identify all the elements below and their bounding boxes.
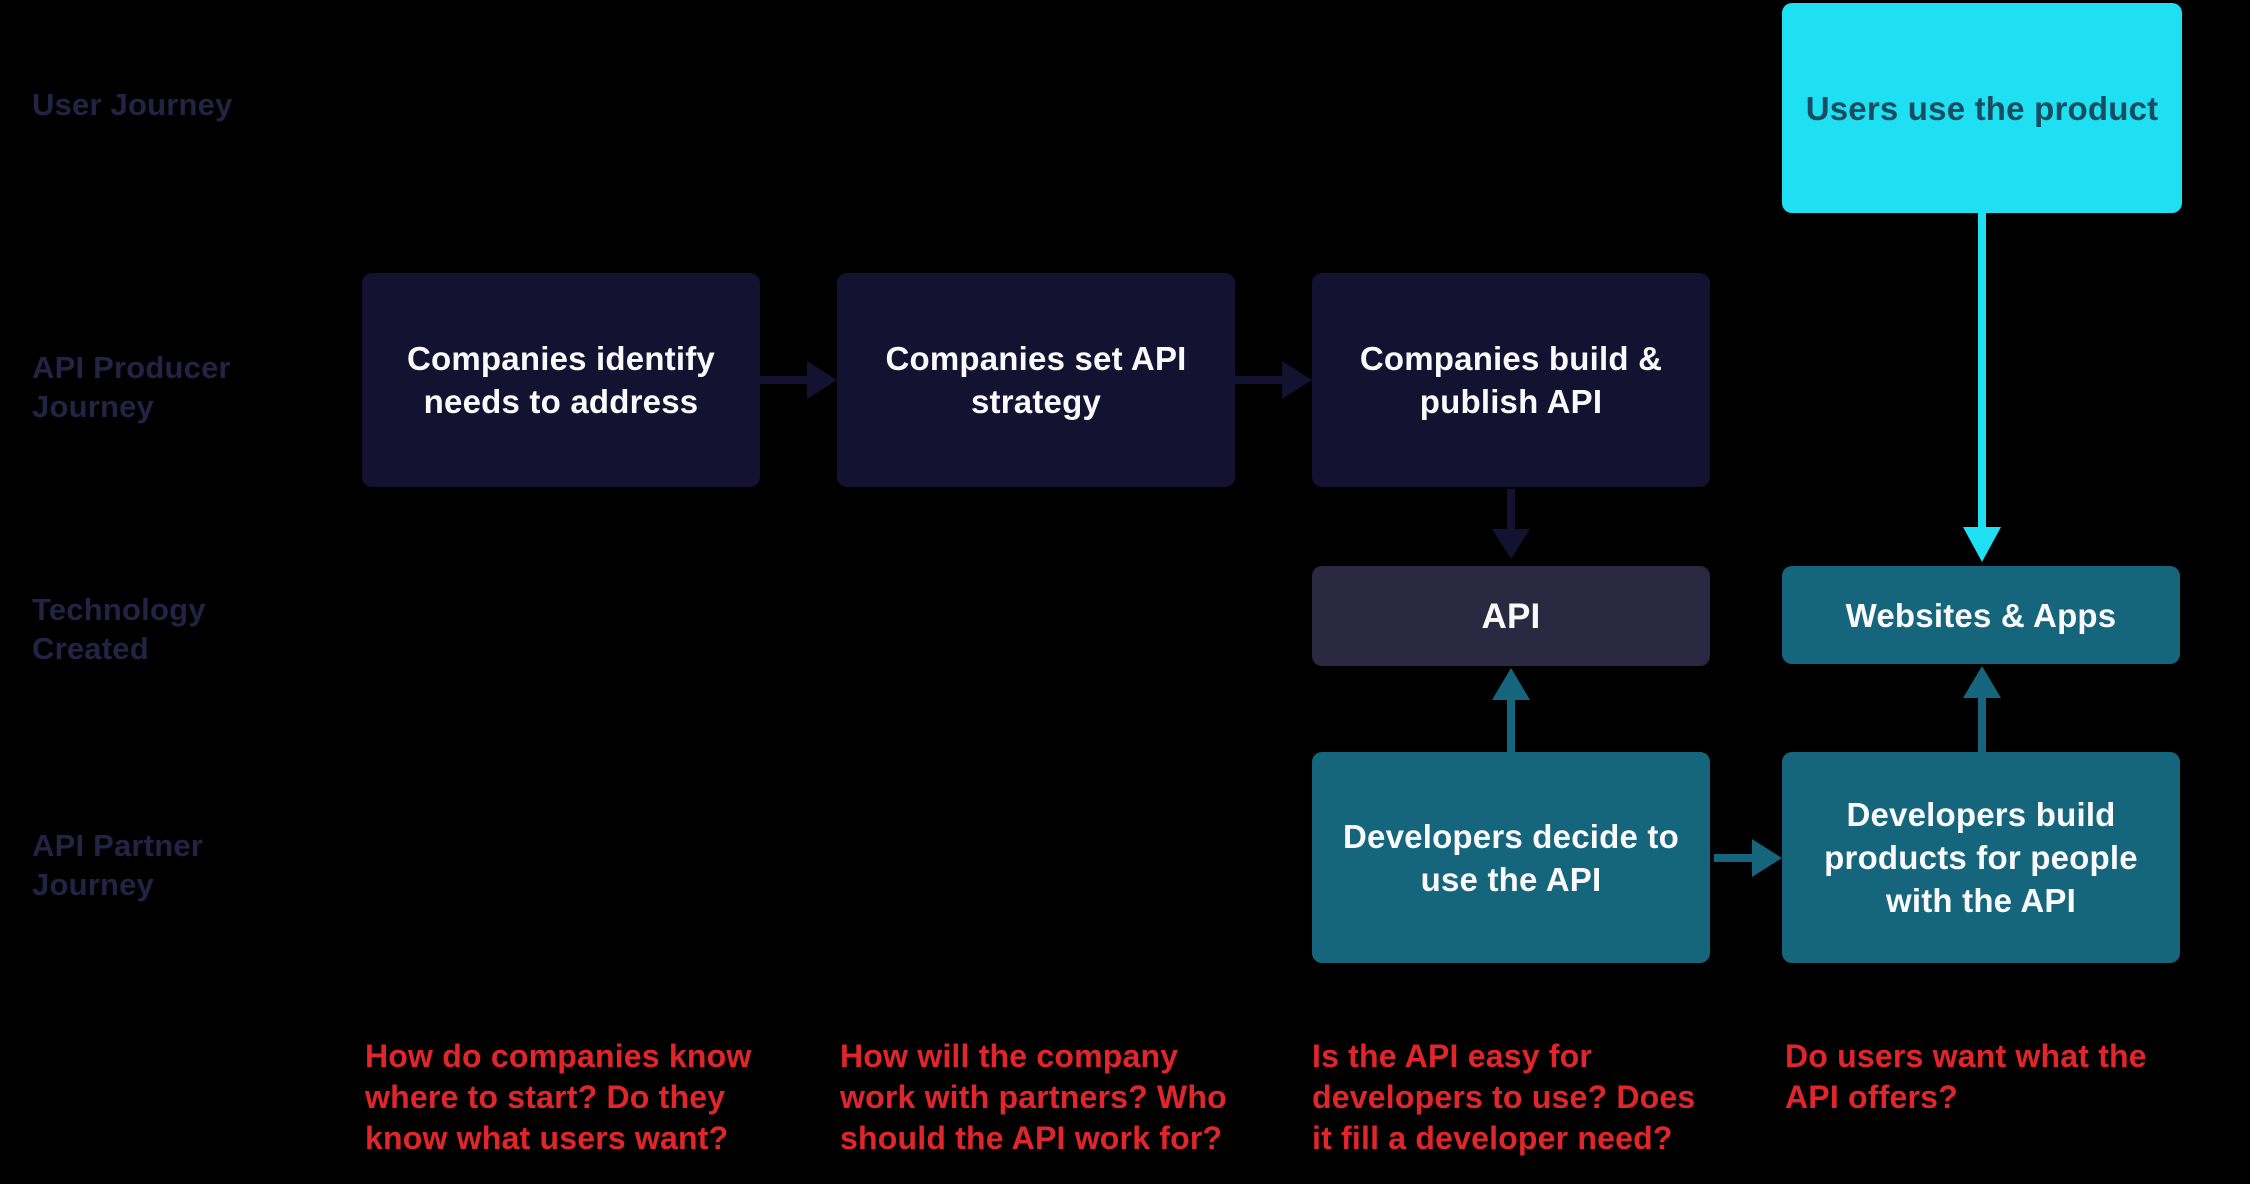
node-users-use-the-product: Users use the product [1782,3,2182,213]
row-label-api-partner-journey: API Partner Journey [32,828,204,902]
arrow-head [1282,361,1312,399]
arrow-shaft [1714,854,1754,862]
arrow-head [1963,527,2001,562]
node-companies-set-api-strategy-label: Companies set API strategy [885,340,1187,420]
question-api-easy: Is the API easy for developers to use? D… [1312,1038,1696,1156]
node-developers-decide-label: Developers decide to use the API [1343,817,1679,898]
arrow-head [1492,529,1530,559]
arrow-head [807,361,837,399]
node-companies-identify-needs-label: Companies identify needs to address [407,340,715,420]
node-api: API [1312,566,1710,666]
arrow-up-decide-to-api-icon [1492,668,1530,752]
node-websites-and-apps-label: Websites & Apps [1845,596,2117,634]
arrow-down-users-to-websites-icon [1963,213,2001,562]
arrow-head [1492,668,1530,700]
row-label-technology-created: Technology Created [32,592,206,666]
node-companies-build-publish-api: Companies build & publish API [1312,273,1710,487]
node-companies-identify-needs: Companies identify needs to address [362,273,760,487]
arrow-shaft [760,376,809,384]
arrow-shaft [1507,698,1515,752]
arrow-right-strategy-to-build-icon [1235,361,1312,399]
node-companies-build-publish-api-label: Companies build & publish API [1359,340,1663,420]
node-developers-decide: Developers decide to use the API [1312,752,1710,963]
node-users-use-the-product-label: Users use the product [1805,89,2159,127]
question-users-want: Do users want what the API offers? [1785,1038,2147,1115]
node-websites-and-apps: Websites & Apps [1782,566,2180,664]
arrow-up-devbuild-to-websites-icon [1963,666,2001,752]
question-companies-start: How do companies know where to start? Do… [365,1038,752,1156]
row-label-api-producer-journey: API Producer Journey [32,350,231,424]
arrow-right-decide-to-build-icon [1714,839,1782,877]
row-label-user-journey: User Journey [32,87,233,122]
question-company-partners: How will the company work with partners?… [840,1038,1227,1156]
arrow-shaft [1978,696,1986,752]
arrow-shaft [1507,489,1515,531]
node-developers-build: Developers build products for people wit… [1782,752,2180,963]
arrow-shaft [1978,213,1986,529]
arrow-head [1963,666,2001,698]
node-api-label: API [1481,596,1541,636]
arrow-shaft [1235,376,1284,384]
arrow-down-build-to-api-icon [1492,489,1530,559]
arrow-right-identify-to-strategy-icon [760,361,837,399]
arrow-head [1752,839,1782,877]
node-companies-set-api-strategy: Companies set API strategy [837,273,1235,487]
node-developers-build-label: Developers build products for people wit… [1824,796,2138,919]
